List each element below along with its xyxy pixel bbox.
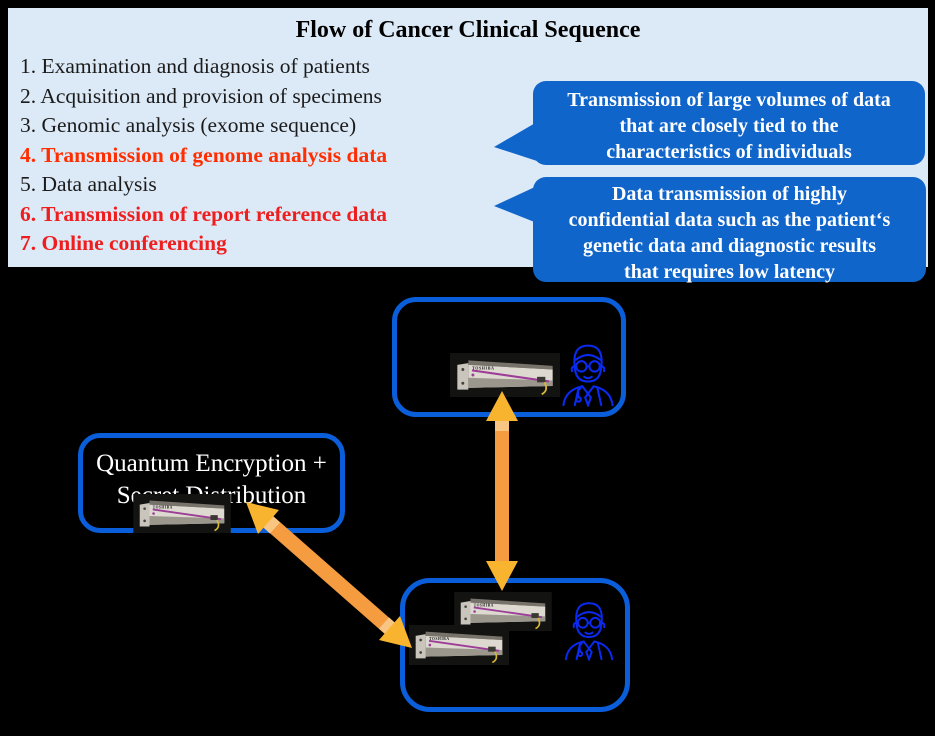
- flow-step-1: 1. Examination and diagnosis of patients: [20, 54, 370, 78]
- flow-list: 1. Examination and diagnosis of patients…: [20, 52, 387, 259]
- callout-line: genetic data and diagnostic results: [583, 235, 876, 257]
- callout-line: Transmission of large volumes of data: [567, 89, 891, 111]
- qkd-device-photo-left: TOSHIBA: [133, 494, 231, 533]
- callout-line: that are closely tied to the: [619, 115, 839, 137]
- flow-step-4: 4. Transmission of genome analysis data: [20, 142, 388, 167]
- qkd-device-photo-bottom-upper: TOSHIBA: [454, 592, 552, 631]
- flow-step-2: 2. Acquisition and provision of specimen…: [20, 83, 382, 108]
- device-brand-label: TOSHIBA: [153, 506, 173, 510]
- callout-line: confidential data such as the patient‘s: [568, 209, 891, 231]
- flow-step-7: 7. Online conferencing: [20, 231, 227, 255]
- qkd-device-photo-bottom-lower: TOSHIBA: [409, 625, 509, 665]
- callout-line: Data transmission of highly: [611, 183, 848, 205]
- qkd-device-photo-top: TOSHIBA: [450, 353, 560, 397]
- callout-line: that requires low latency: [624, 261, 835, 283]
- flow-step-3: 3. Genomic analysis (exome sequence): [20, 113, 357, 137]
- doctor-icon: [564, 602, 614, 661]
- flow-step-6: 6. Transmission of report reference data: [20, 201, 388, 226]
- page-title: Flow of Cancer Clinical Sequence: [295, 17, 641, 43]
- callout-line: characteristics of individuals: [606, 141, 852, 163]
- quantum-box-line1: Quantum Encryption +: [96, 450, 327, 477]
- device-brand-label: TOSHIBA: [472, 366, 495, 371]
- callout-large-volume: Transmission of large volumes of data th…: [533, 81, 925, 165]
- doctor-icon: [562, 344, 614, 407]
- device-brand-label: TOSHIBA: [474, 604, 494, 608]
- arrow-vertical-link: [486, 391, 518, 591]
- callout-confidential: Data transmission of highly confidential…: [533, 177, 926, 283]
- flow-step-5: 5. Data analysis: [20, 172, 157, 196]
- device-brand-label: TOSHIBA: [429, 637, 450, 641]
